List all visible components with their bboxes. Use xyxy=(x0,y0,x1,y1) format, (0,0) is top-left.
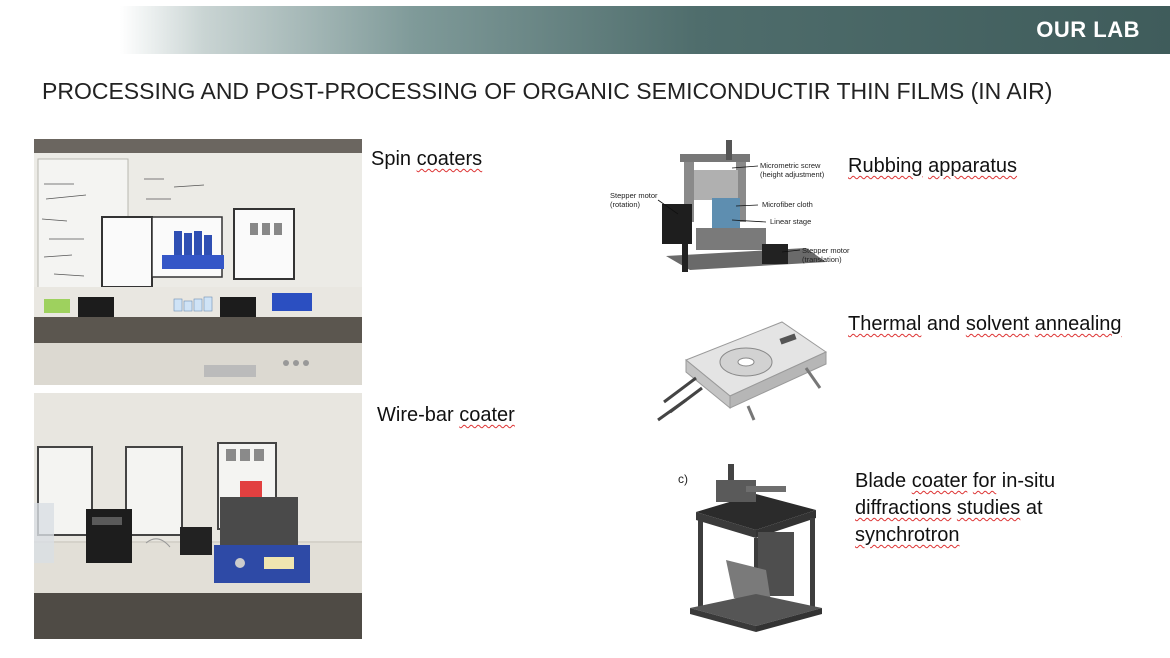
caption-blade-coater-word: coater xyxy=(911,470,968,492)
slide-title: PROCESSING AND POST-PROCESSING OF ORGANI… xyxy=(42,78,1053,104)
caption-diffractions-word: diffractions xyxy=(855,497,952,519)
header-title: OUR LAB xyxy=(1036,17,1140,42)
label-stepper-motor-translation: Stepper motor xyxy=(802,246,850,255)
label-stepper-motor-rotation: Stepper motor xyxy=(610,191,658,200)
caption-blade-word: Blade xyxy=(855,470,907,492)
rubbing-apparatus-illustration: Micrometric screw (height adjustment) St… xyxy=(606,136,856,276)
label-micrometric-screw: Micrometric screw xyxy=(760,161,821,170)
annealing-stage-illustration xyxy=(656,316,836,426)
blade-panel-label: c) xyxy=(678,472,688,486)
caption-thermal-solvent-annealing: Thermal and solvent annealing xyxy=(848,311,1122,338)
label-translation: (translation) xyxy=(802,255,842,264)
caption-in-situ-word: in-situ xyxy=(1001,470,1056,492)
caption-spin-word: Spin xyxy=(371,148,412,170)
label-height-adjustment: (height adjustment) xyxy=(760,170,825,179)
caption-blade-coater: Blade coater for in-situ diffractions st… xyxy=(855,468,1055,549)
label-rotation: (rotation) xyxy=(610,200,641,209)
label-linear-stage: Linear stage xyxy=(770,217,812,226)
blade-coater-illustration: c) xyxy=(676,460,826,636)
caption-at-word: at xyxy=(1025,497,1043,519)
caption-annealing-word: annealing xyxy=(1034,313,1122,335)
caption-wire-bar-coater: Wire-bar coater xyxy=(377,402,515,429)
caption-rubbing-apparatus: Rubbing apparatus xyxy=(848,153,1017,180)
caption-rubbing-word: Rubbing xyxy=(848,155,923,177)
header-banner: OUR LAB xyxy=(120,6,1170,54)
photo-wire-bar-coater xyxy=(34,393,362,639)
caption-studies-word: studies xyxy=(956,497,1021,519)
caption-spin-coaters: Spin coaters xyxy=(371,146,482,173)
caption-and-word: and xyxy=(926,313,961,335)
caption-blade-for-word: for xyxy=(972,470,997,492)
caption-wirebar-word: Wire-bar xyxy=(377,404,454,426)
label-microfiber-cloth: Microfiber cloth xyxy=(762,200,813,209)
caption-wirebar-coater-word: coater xyxy=(459,404,515,426)
caption-solvent-word: solvent xyxy=(965,313,1030,335)
photo-spin-coaters xyxy=(34,139,362,385)
caption-apparatus-word: apparatus xyxy=(928,155,1018,177)
caption-thermal-word: Thermal xyxy=(848,313,922,335)
caption-synchrotron-word: synchrotron xyxy=(855,524,960,546)
caption-spin-coaters-word: coaters xyxy=(416,148,483,170)
